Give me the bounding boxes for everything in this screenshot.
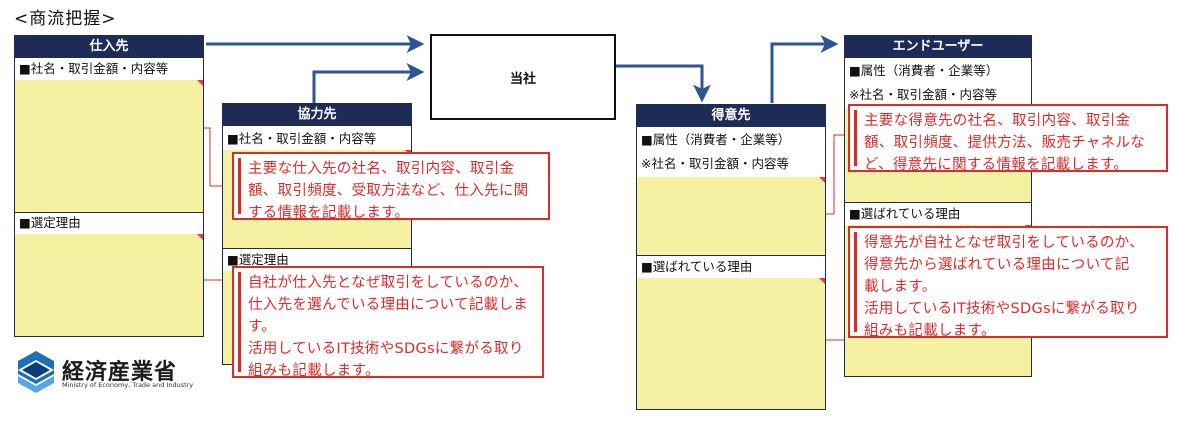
arrow-customer-to-enduser [770, 35, 839, 103]
customer-header: 得意先 [637, 105, 825, 127]
page-title: <商流把握> [14, 9, 117, 29]
logo-subtitle: Ministry of Economy, Trade and Industry [62, 381, 194, 389]
callout-supplier-reason: 自社が仕入先となぜ取引をしているのか、 仕入先を選んでいる理由について記載しま … [232, 266, 544, 379]
callout-customer-info: 主要な得意先の社名、取引内容、取引金 額、取引頻度、提供方法、販売チャネルな ど… [848, 104, 1168, 173]
partner-info-label: ■社名・取引金額・内容等 [223, 130, 411, 148]
supplier-header: 仕入先 [15, 36, 203, 58]
company-box: 当社 [430, 34, 616, 120]
callout-customer-reason: 得意先が自社となぜ取引をしているのか、 得意先から選ばれている理由について記 載… [848, 226, 1168, 339]
supplier-info-area[interactable] [15, 80, 203, 212]
customer-attr-label: ■属性（消費者・企業等） [641, 132, 791, 147]
partner-reason-label: ■選定理由 [223, 251, 411, 269]
enduser-reason-label: ■選ばれている理由 [845, 205, 1031, 223]
enduser-attr-label: ■属性（消費者・企業等） [849, 63, 999, 78]
supplier-card: 仕入先 ■社名・取引金額・内容等 ■選定理由 [14, 35, 204, 337]
meti-logo-icon [18, 351, 54, 393]
arrow-partner-to-company [312, 63, 425, 103]
customer-info-label: ※社名・取引金額・内容等 [641, 156, 789, 171]
arrow-company-to-customer [616, 64, 711, 103]
partner-header: 協力先 [223, 104, 411, 126]
customer-card: 得意先 ■属性（消費者・企業等） ※社名・取引金額・内容等 ■選ばれている理由 [636, 104, 826, 410]
callout-supplier-info: 主要な仕入先の社名、取引内容、取引金 額、取引頻度、受取方法など、仕入先に関 す… [232, 152, 550, 221]
enduser-header: エンドユーザー [845, 36, 1031, 58]
enduser-info-label: ※社名・取引金額・内容等 [849, 87, 997, 102]
customer-info-area[interactable] [637, 177, 825, 255]
supplier-reason-label: ■選定理由 [15, 214, 203, 232]
supplier-info-label: ■社名・取引金額・内容等 [15, 60, 203, 78]
customer-reason-label: ■選ばれている理由 [637, 258, 825, 276]
customer-reason-area[interactable] [637, 278, 825, 409]
logo-name: 経済産業省 [62, 360, 178, 385]
supplier-reason-area[interactable] [15, 234, 203, 336]
